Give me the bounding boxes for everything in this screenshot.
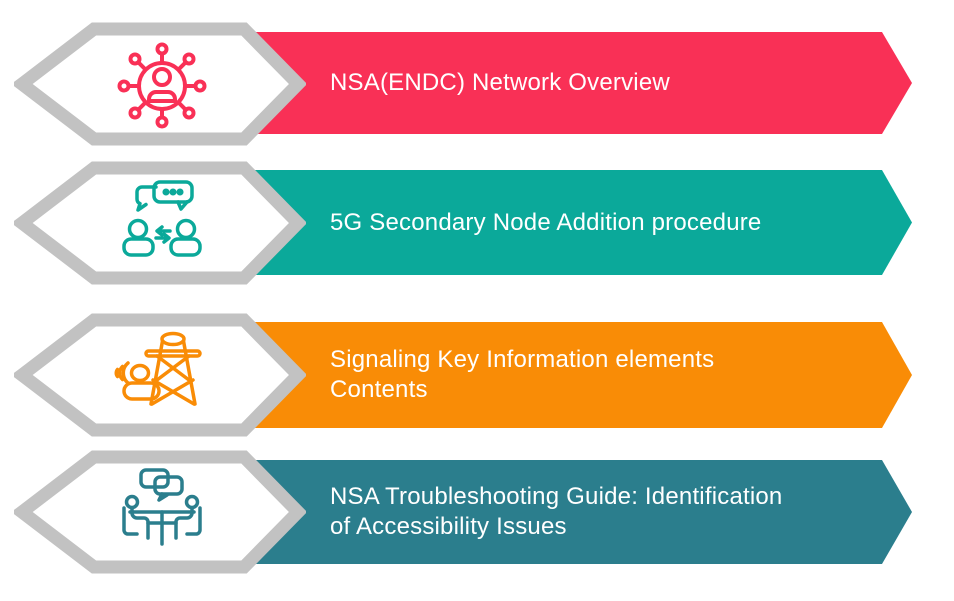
banner-signaling-elements: Signaling Key Information elements Conte…	[255, 322, 912, 428]
signal-tower-icon	[112, 325, 212, 425]
people-conversation-icon	[112, 173, 212, 273]
hexagon-badge	[14, 159, 306, 287]
banner-nsa-troubleshooting: NSA Troubleshooting Guide: Identificatio…	[255, 460, 912, 564]
banner-nsa-endc-overview: NSA(ENDC) Network Overview	[255, 32, 912, 134]
user-network-icon	[112, 34, 212, 134]
hexagon-badge	[14, 20, 306, 148]
banner-5g-node-addition: 5G Secondary Node Addition procedure	[255, 170, 912, 275]
hexagon-badge	[14, 311, 306, 439]
banner-label: 5G Secondary Node Addition procedure	[330, 208, 762, 236]
banner-label: NSA(ENDC) Network Overview	[330, 69, 670, 96]
hexagon-frame	[14, 313, 306, 437]
hexagon-frame	[14, 161, 306, 285]
banner-label: Signaling Key Information elements Conte…	[330, 346, 715, 403]
meeting-table-icon	[112, 462, 212, 562]
banner-label: NSA Troubleshooting Guide: Identificatio…	[330, 483, 783, 540]
hexagon-badge	[14, 448, 306, 576]
